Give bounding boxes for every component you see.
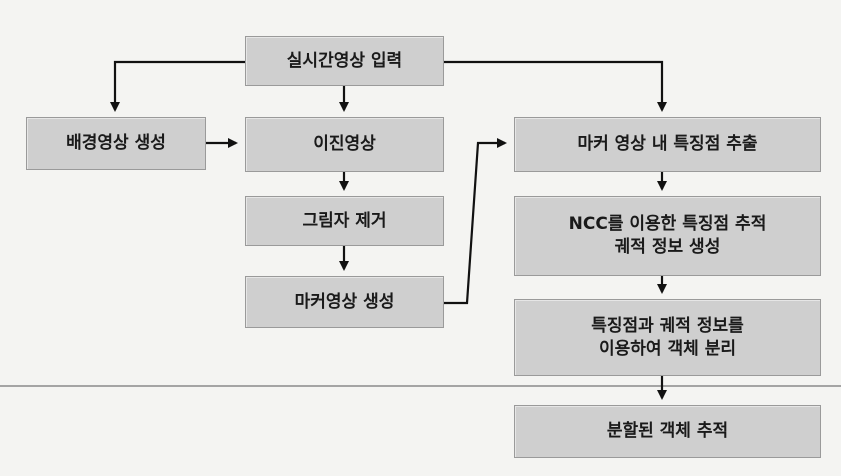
node-ncc-tracking-line-1: NCC를 이용한 특징점 추적 — [568, 214, 767, 235]
node-binary-image: 이진영상 — [245, 117, 444, 172]
node-ncc-tracking-line-2: 궤적 정보 생성 — [614, 237, 721, 257]
node-object-separation: 특징점과 궤적 정보를 이용하여 객체 분리 — [514, 299, 821, 376]
node-realtime-input: 실시간영상 입력 — [245, 36, 444, 86]
node-realtime-input-label: 실시간영상 입력 — [286, 50, 403, 71]
node-background-image-label: 배경영상 생성 — [66, 133, 166, 154]
node-object-tracking: 분할된 객체 추적 — [514, 405, 821, 458]
node-feature-extraction: 마커 영상 내 특징점 추출 — [514, 117, 821, 172]
node-marker-image: 마커영상 생성 — [245, 276, 444, 328]
node-background-image: 배경영상 생성 — [26, 117, 206, 170]
arrow-input-to-background — [110, 60, 245, 112]
node-ncc-tracking: NCC를 이용한 특징점 추적 궤적 정보 생성 — [514, 196, 821, 276]
node-binary-image-label: 이진영상 — [313, 134, 376, 155]
node-feature-extraction-label: 마커 영상 내 특징점 추출 — [577, 134, 758, 155]
node-shadow-removal: 그림자 제거 — [245, 196, 444, 246]
node-object-separation-line-2: 이용하여 객체 분리 — [599, 338, 736, 359]
node-object-tracking-label: 분할된 객체 추적 — [606, 421, 729, 442]
node-shadow-removal-label: 그림자 제거 — [302, 210, 387, 231]
node-object-separation-line-1: 특징점과 궤적 정보를 — [591, 315, 744, 336]
arrow-marker-to-extract — [444, 138, 507, 305]
node-marker-image-label: 마커영상 생성 — [294, 291, 395, 312]
arrow-input-to-extract — [444, 60, 667, 112]
